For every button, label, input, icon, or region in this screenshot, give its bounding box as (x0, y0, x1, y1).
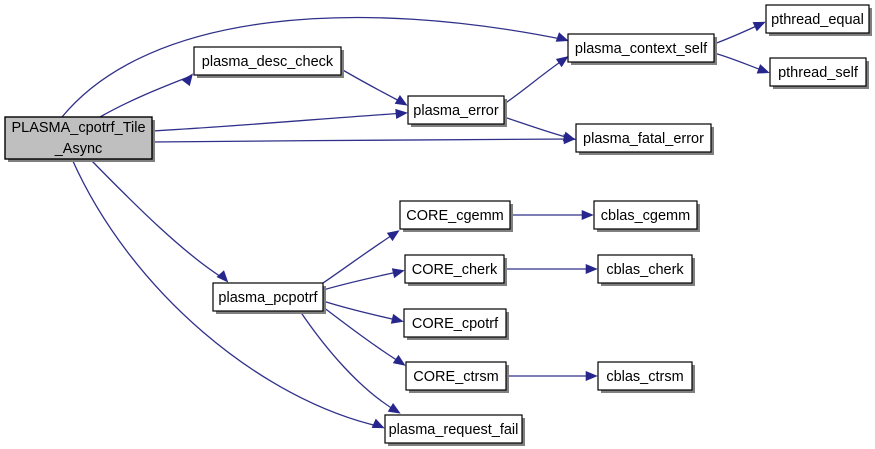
arrowhead-plasma_error-to-plasma_fatal_error (562, 131, 576, 142)
arrowhead-root-to-plasma_error (395, 108, 408, 119)
node-rect-plasma_error[interactable] (407, 95, 505, 125)
arrowhead-CORE_cherk-to-cblas_cherk (585, 263, 598, 275)
node-label-pthread_self: pthread_self (778, 65, 859, 81)
node-label-cblas_cherk: cblas_cherk (606, 262, 684, 278)
edge-layer (61, 16, 770, 429)
edge-plasma_pcpotrf-to-CORE_cpotrf (322, 300, 402, 322)
node-cblas_cherk[interactable]: cblas_cherk (597, 254, 695, 286)
node-rect-plasma_context_self[interactable] (567, 33, 715, 63)
edge-plasma_pcpotrf-to-CORE_ctrsm (322, 306, 404, 365)
node-plasma_pcpotrf[interactable]: plasma_pcpotrf (212, 282, 326, 314)
node-label-cblas_cgemm: cblas_cgemm (601, 208, 690, 224)
node-CORE_cherk[interactable]: CORE_cherk (404, 254, 507, 286)
node-rect-CORE_cpotrf[interactable] (403, 308, 507, 338)
arrowhead-plasma_pcpotrf-to-CORE_cherk (391, 268, 405, 279)
arrowhead-root-to-plasma_request_fail (371, 418, 385, 429)
edge-root-to-plasma_pcpotrf (89, 158, 227, 281)
arrowhead-CORE_ctrsm-to-cblas_ctrsm (585, 370, 598, 382)
edge-plasma_pcpotrf-to-plasma_request_fail (299, 310, 399, 413)
arrowhead-root-to-plasma_desc_check (181, 73, 193, 87)
edge-root-to-plasma_fatal_error (151, 138, 574, 143)
node-pthread_self[interactable]: pthread_self (769, 57, 869, 89)
node-CORE_cpotrf[interactable]: CORE_cpotrf (403, 308, 509, 340)
node-label-CORE_cgemm: CORE_cgemm (406, 208, 504, 224)
edge-root-to-plasma_request_fail (71, 158, 383, 428)
edge-root-to-plasma_desc_check (99, 75, 192, 118)
node-plasma_context_self[interactable]: plasma_context_self (567, 33, 717, 65)
arrowhead-plasma_pcpotrf-to-CORE_cpotrf (390, 313, 404, 324)
node-rect-root[interactable] (4, 116, 153, 160)
node-label-plasma_error: plasma_error (413, 103, 499, 119)
edge-plasma_pcpotrf-to-CORE_cgemm (322, 231, 398, 284)
node-rect-cblas_cherk[interactable] (597, 254, 693, 284)
node-rect-plasma_request_fail[interactable] (384, 414, 523, 444)
arrowhead-plasma_error-to-plasma_context_self (555, 56, 569, 68)
node-rect-CORE_ctrsm[interactable] (405, 361, 507, 391)
arrowhead-root-to-plasma_context_self (555, 32, 569, 42)
node-rect-plasma_desc_check[interactable] (193, 46, 342, 76)
node-label-plasma_request_fail: plasma_request_fail (389, 422, 519, 438)
node-rect-cblas_cgemm[interactable] (593, 200, 698, 230)
node-label-root-line1: PLASMA_cpotrf_Tile (11, 120, 145, 136)
edge-root-to-plasma_error (151, 112, 406, 132)
node-rect-cblas_ctrsm[interactable] (597, 361, 693, 391)
node-CORE_cgemm[interactable]: CORE_cgemm (399, 200, 513, 232)
node-rect-plasma_fatal_error[interactable] (575, 123, 712, 153)
node-label-plasma_fatal_error: plasma_fatal_error (583, 131, 704, 147)
node-root[interactable]: PLASMA_cpotrf_Tile _Async (4, 116, 155, 162)
edge-plasma_pcpotrf-to-CORE_cherk (322, 270, 403, 291)
arrowhead-plasma_pcpotrf-to-CORE_ctrsm (392, 354, 406, 366)
node-label-CORE_cherk: CORE_cherk (412, 262, 498, 278)
node-plasma_request_fail[interactable]: plasma_request_fail (384, 414, 525, 446)
node-rect-CORE_cgemm[interactable] (399, 200, 511, 230)
node-label-plasma_pcpotrf: plasma_pcpotrf (218, 290, 318, 306)
node-label-plasma_desc_check: plasma_desc_check (202, 54, 334, 70)
node-rect-pthread_self[interactable] (769, 57, 867, 87)
node-plasma_desc_check[interactable]: plasma_desc_check (193, 46, 344, 78)
edge-plasma_error-to-plasma_context_self (503, 57, 567, 105)
node-cblas_ctrsm[interactable]: cblas_ctrsm (597, 361, 695, 393)
edge-root-to-plasma_context_self (61, 16, 567, 118)
node-label-plasma_context_self: plasma_context_self (575, 41, 708, 57)
node-layer: PLASMA_cpotrf_Tile _Async plasma_desc_chec… (4, 4, 872, 446)
node-CORE_ctrsm[interactable]: CORE_ctrsm (405, 361, 509, 393)
node-label-root-line2: _Async (54, 141, 103, 157)
arrowhead-plasma_context_self-to-pthread_self (756, 64, 770, 74)
arrowhead-CORE_cgemm-to-cblas_cgemm (581, 209, 594, 221)
arrowhead-plasma_context_self-to-pthread_equal (752, 21, 766, 32)
arrowhead-plasma_desc_check-to-plasma_error (394, 95, 408, 106)
node-cblas_cgemm[interactable]: cblas_cgemm (593, 200, 700, 232)
node-label-CORE_ctrsm: CORE_ctrsm (413, 369, 498, 385)
node-rect-pthread_equal[interactable] (765, 4, 870, 34)
node-plasma_error[interactable]: plasma_error (407, 95, 507, 127)
node-rect-CORE_cherk[interactable] (404, 254, 505, 284)
edge-plasma_desc_check-to-plasma_error (340, 68, 406, 105)
arrowhead-root-to-plasma_pcpotrf (216, 270, 229, 283)
node-label-cblas_ctrsm: cblas_ctrsm (606, 369, 683, 385)
node-label-CORE_cpotrf: CORE_cpotrf (412, 316, 499, 332)
node-pthread_equal[interactable]: pthread_equal (765, 4, 872, 36)
edge-plasma_error-to-plasma_fatal_error (503, 116, 574, 140)
arrowhead-plasma_pcpotrf-to-plasma_request_fail (387, 402, 401, 414)
arrowhead-plasma_pcpotrf-to-CORE_cgemm (386, 230, 400, 242)
node-label-pthread_equal: pthread_equal (771, 12, 864, 28)
node-plasma_fatal_error[interactable]: plasma_fatal_error (575, 123, 714, 155)
node-rect-plasma_pcpotrf[interactable] (212, 282, 324, 312)
